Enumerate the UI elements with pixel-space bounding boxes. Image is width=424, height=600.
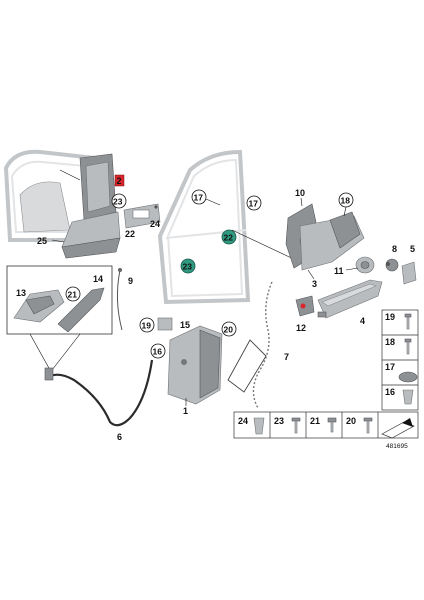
door-lock-part — [167, 325, 223, 405]
lock-cylinder-part — [355, 256, 417, 285]
callout-13[interactable]: 13 — [16, 288, 26, 298]
legend-17[interactable]: 17 — [385, 362, 395, 372]
door-interior-view — [3, 149, 117, 242]
handle-carrier-part — [285, 203, 365, 271]
callout-22-door[interactable]: 22 — [224, 233, 234, 243]
legend-16[interactable]: 16 — [385, 387, 395, 397]
callout-15[interactable]: 15 — [180, 320, 190, 330]
callout-21-inset[interactable]: 21 — [68, 290, 78, 300]
callout-3[interactable]: 3 — [312, 279, 317, 289]
clip-nut-icon — [253, 417, 265, 435]
screw-icon — [291, 417, 301, 434]
callout-9[interactable]: 9 — [128, 276, 133, 286]
callout-14[interactable]: 14 — [93, 274, 103, 284]
striker-bracket-part — [157, 317, 173, 331]
callout-7[interactable]: 7 — [284, 352, 289, 362]
legend-19[interactable]: 19 — [385, 312, 395, 322]
legend-23[interactable]: 23 — [274, 416, 284, 426]
screw-icon — [363, 417, 373, 434]
rod-9 — [116, 269, 123, 331]
washer-icon — [381, 418, 415, 439]
callout-4[interactable]: 4 — [360, 316, 365, 326]
screw-icon — [404, 313, 412, 330]
callout-23[interactable]: 23 — [113, 197, 123, 207]
legend-20[interactable]: 20 — [346, 416, 356, 426]
callout-1[interactable]: 1 — [183, 406, 188, 416]
callout-16[interactable]: 16 — [153, 347, 163, 357]
callout-23-door[interactable]: 23 — [183, 262, 193, 272]
callout-8[interactable]: 8 — [392, 244, 397, 254]
inner-handle-part — [13, 287, 105, 333]
callout-12[interactable]: 12 — [296, 323, 306, 333]
callout-5[interactable]: 5 — [410, 244, 415, 254]
svg-text:2: 2 — [117, 176, 122, 186]
bolt-icon — [327, 417, 337, 433]
callout-10[interactable]: 10 — [295, 188, 305, 198]
front-door-outline — [157, 149, 251, 305]
callout-19[interactable]: 19 — [142, 321, 152, 331]
cable-7 — [252, 281, 273, 409]
inset-frame — [6, 265, 113, 335]
callout-22-top[interactable]: 22 — [125, 229, 135, 239]
callout-20[interactable]: 20 — [224, 325, 234, 335]
callout-18[interactable]: 18 — [341, 196, 351, 206]
callout-25[interactable]: 25 — [37, 236, 47, 246]
cover-cap-part — [295, 295, 315, 317]
callout-11[interactable]: 11 — [334, 266, 344, 276]
callout-17-door[interactable]: 17 — [194, 193, 204, 203]
reference-number: 481695 — [386, 443, 408, 450]
bowden-cable-6 — [49, 359, 154, 427]
foam-pad-part — [61, 211, 121, 259]
plug-cap-icon — [398, 371, 418, 383]
callout-24[interactable]: 24 — [150, 219, 160, 229]
callout-6[interactable]: 6 — [117, 432, 122, 442]
legend-21[interactable]: 21 — [310, 416, 320, 426]
lock-bracket-part — [123, 203, 161, 229]
outer-handle-part — [317, 279, 383, 319]
callout-17-right[interactable]: 17 — [249, 199, 259, 209]
legend-18[interactable]: 18 — [385, 337, 395, 347]
screw-icon — [404, 338, 412, 355]
callout-2[interactable]: 2 — [114, 174, 125, 187]
legend-24[interactable]: 24 — [238, 416, 248, 426]
clip-icon — [402, 389, 414, 405]
